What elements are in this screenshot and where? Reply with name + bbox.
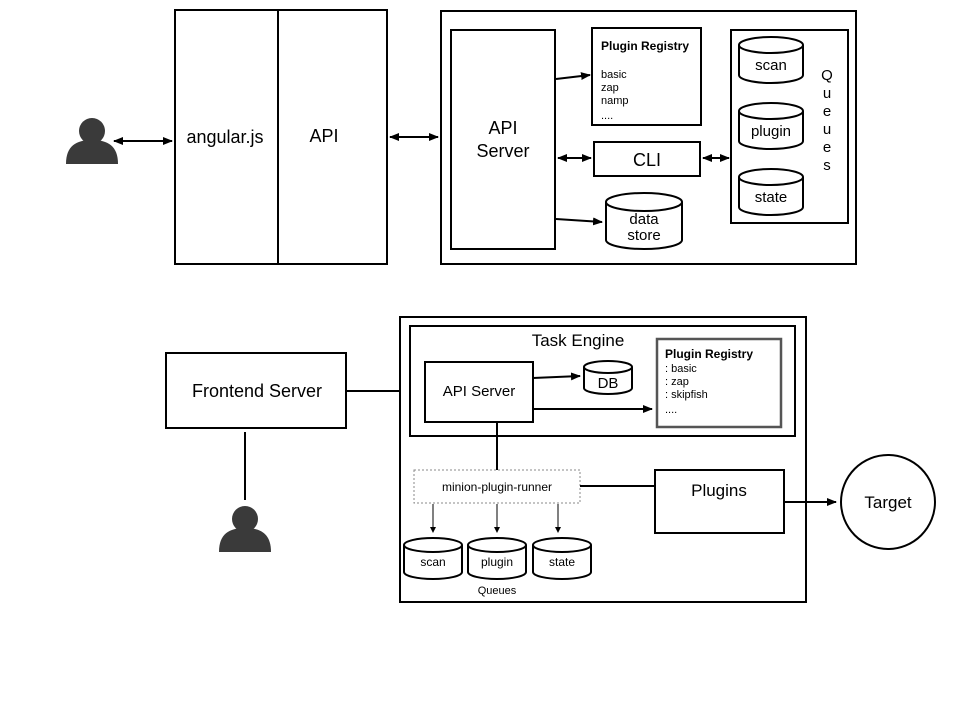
data-store-cylinder (605, 192, 683, 250)
client-box (174, 9, 388, 265)
queues-vertical-letter: u (823, 121, 831, 138)
minion-plugin-runner-label: minion-plugin-runner (442, 480, 552, 494)
plugins-label: Plugins (691, 481, 747, 500)
server-datastore-arrow (555, 217, 603, 226)
target-label: Target (864, 493, 912, 512)
plugins-box (654, 469, 785, 534)
queue-plugin-label: plugin (481, 555, 513, 569)
task-engine-label: Task Engine (532, 331, 625, 350)
target-circle (840, 454, 936, 550)
user-icon (219, 506, 271, 552)
cli-box (593, 141, 701, 177)
angularjs-label: angular.js (186, 127, 263, 147)
plugin-registry-title: Plugin Registry (601, 39, 689, 53)
db-cylinder (583, 360, 633, 395)
api-label: API (309, 126, 338, 146)
data-store-label-line2: store (627, 227, 660, 244)
queue-scan-cylinder (738, 36, 804, 84)
user-icon (66, 118, 118, 164)
plugin-registry-item: : skipfish (665, 389, 708, 401)
frontend-server-box (165, 352, 347, 429)
data-store-label-line1: data (629, 211, 659, 228)
minion-plugin-runner-box (413, 469, 581, 504)
queue-state-cylinder (532, 537, 592, 580)
server-registry-arrow (555, 72, 591, 81)
plugin-registry-title: Plugin Registry (665, 347, 753, 361)
db-label: DB (598, 375, 619, 392)
plugin-registry-item: : basic (665, 363, 697, 375)
api-server-label-line2: Server (476, 141, 529, 161)
plugin-registry-item: namp (601, 95, 629, 107)
queue-state-label: state (755, 189, 788, 206)
queue-plugin-cylinder (467, 537, 527, 580)
plugin-registry-item: zap (601, 82, 619, 94)
api-server-label-line1: API (488, 118, 517, 138)
plugin-registry-item: .... (665, 404, 677, 416)
queue-plugin-cylinder (738, 102, 804, 150)
queue-scan-cylinder (403, 537, 463, 580)
queues-vertical-letter: e (823, 103, 831, 120)
queues-vertical-letter: e (823, 139, 831, 156)
api-server-label: API Server (443, 383, 516, 400)
cli-label: CLI (633, 150, 661, 170)
queue-scan-label: scan (420, 555, 445, 569)
queue-scan-label: scan (755, 57, 787, 74)
plugin-registry-item: basic (601, 69, 627, 81)
frontend-server-label: Frontend Server (192, 381, 322, 401)
plugin-registry-item: .... (601, 110, 613, 122)
queues-vertical-letter: Q (821, 67, 833, 84)
plugin-registry-box (655, 337, 783, 429)
queues-vertical-letter: u (823, 85, 831, 102)
plugin-registry-box (591, 27, 702, 126)
api-server-box (450, 29, 556, 250)
queues-caption: Queues (478, 585, 517, 597)
queue-state-label: state (549, 555, 575, 569)
queues-vertical-letter: s (823, 157, 831, 174)
api-server-box (424, 361, 534, 423)
plugin-registry-item: : zap (665, 376, 689, 388)
queue-state-cylinder (738, 168, 804, 216)
api-db-arrow (532, 372, 581, 381)
queue-plugin-label: plugin (751, 123, 791, 140)
